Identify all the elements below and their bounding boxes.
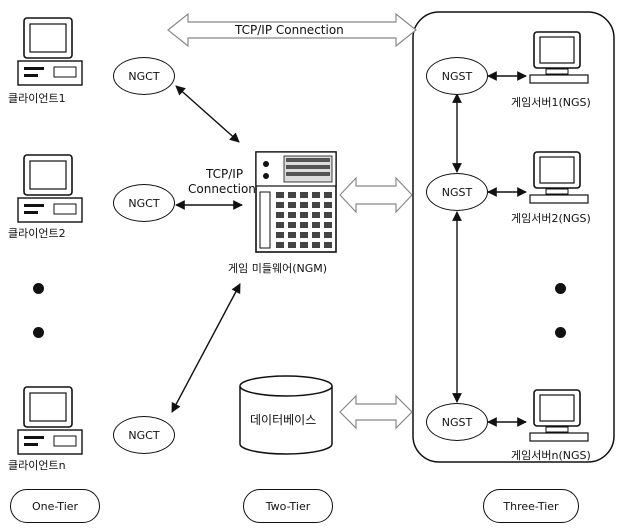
- server1-computer-icon: [529, 31, 589, 84]
- servern-label: 게임서버n(NGS): [511, 449, 591, 462]
- client1-middleware-arrow: [175, 85, 240, 143]
- database-cylinder-icon: [239, 375, 333, 455]
- ngct-client2-node: NGCT: [113, 184, 175, 222]
- three-tier-label: Three-Tier: [483, 489, 579, 523]
- database-label: 데이터베이스: [250, 413, 317, 427]
- client2-label: 클라이언트2: [8, 227, 66, 240]
- middleware-label: 게임 미들웨어(NGM): [228, 262, 328, 275]
- client1-label: 클라이언트1: [8, 92, 66, 105]
- ellipsis-dot-left-2: [33, 327, 44, 338]
- servern-computer-icon: [529, 389, 589, 442]
- three-tier-container: [412, 11, 615, 463]
- ellipsis-dot-left-1: [33, 283, 44, 294]
- client2-computer-icon: [17, 154, 83, 223]
- server1-label: 게임서버1(NGS): [511, 96, 591, 109]
- server2-computer-icon: [529, 151, 589, 204]
- ellipsis-dot-right-1: [555, 283, 566, 294]
- ngct-client1-node: NGCT: [113, 57, 175, 95]
- middle-tcpip-label-line2: Connection: [188, 182, 256, 196]
- top-tcpip-label: TCP/IP Connection: [235, 23, 344, 37]
- ngst-servern-node: NGST: [426, 403, 488, 441]
- one-tier-label: One-Tier: [10, 489, 100, 523]
- clientn-computer-icon: [17, 386, 83, 455]
- ellipsis-dot-right-2: [555, 327, 566, 338]
- two-tier-label: Two-Tier: [243, 489, 333, 523]
- middleware-servers-arrow: [339, 176, 413, 214]
- ngct-clientn-node: NGCT: [113, 416, 175, 454]
- tcpip-double-arrow: [167, 12, 417, 48]
- ngst-server2-node: NGST: [426, 173, 488, 211]
- middleware-server-icon: [255, 151, 337, 253]
- client1-computer-icon: [17, 17, 83, 86]
- database-servers-arrow: [339, 394, 413, 430]
- server2-label: 게임서버2(NGS): [511, 212, 591, 225]
- middle-tcpip-label-line1: TCP/IP: [206, 167, 244, 181]
- ngst-server1-node: NGST: [426, 57, 488, 95]
- clientn-middleware-arrow: [171, 283, 241, 413]
- clientn-label: 클라이언트n: [8, 459, 66, 472]
